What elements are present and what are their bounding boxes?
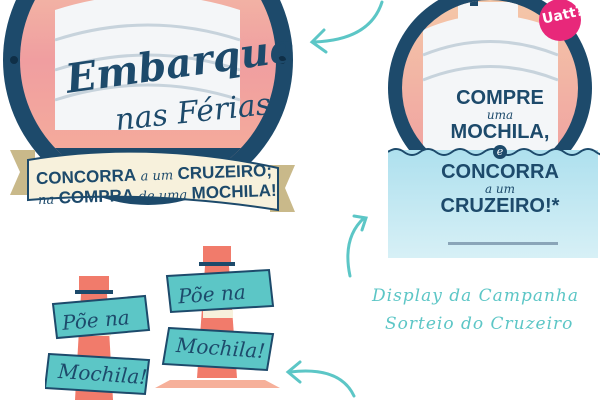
display-line: MOCHILA, — [450, 121, 550, 143]
brand-badge — [539, 0, 581, 41]
tag2-ribbon-bottom — [161, 326, 275, 372]
display-line: COMPRE — [456, 87, 544, 109]
banner-word: CRUZEIRO; — [177, 160, 273, 184]
tag1-ribbon-bottom — [45, 352, 151, 396]
caption-line1: Display da Campanha — [372, 286, 579, 306]
tag2-text-line1: Põe na — [177, 279, 247, 309]
display-line: a um — [484, 182, 516, 196]
display-message: COMPRE uma MOCHILA, e CONCORRA a um CRUZ… — [430, 88, 570, 216]
banner-word: na — [37, 192, 55, 209]
banner-word: MOCHILA! — [191, 180, 277, 203]
display-ship-illustration — [422, 0, 559, 170]
arrow-to-caption-icon — [346, 214, 368, 278]
banner-ribbon — [27, 150, 279, 212]
banner-word: CONCORRA — [35, 165, 137, 189]
display-line: uma — [486, 108, 514, 122]
caption-line2: Sorteio do Cruzeiro — [385, 314, 574, 334]
banner-word: COMPRA — [58, 185, 135, 208]
arrow-to-tags-icon — [285, 360, 356, 398]
banner-word: a um — [140, 168, 174, 185]
porthole-poster — [3, 0, 295, 212]
display-fine-print — [448, 242, 558, 245]
porthole-bolt — [10, 56, 18, 64]
banner-word: de uma — [138, 187, 188, 205]
porthole-bolt — [278, 56, 286, 64]
tag1-ribbon-top — [51, 294, 151, 340]
display-sea-panel — [388, 150, 598, 258]
arrow-to-display-icon — [309, 0, 384, 54]
lighthouse-tag-2 — [155, 246, 280, 388]
display-line: CONCORRA — [441, 161, 559, 183]
display-line: CRUZEIRO!* — [440, 195, 560, 217]
display-line: e — [493, 145, 507, 159]
campaign-display — [388, 0, 600, 258]
lighthouse-tag-1 — [45, 276, 151, 400]
tag2-ribbon-top — [165, 268, 275, 314]
